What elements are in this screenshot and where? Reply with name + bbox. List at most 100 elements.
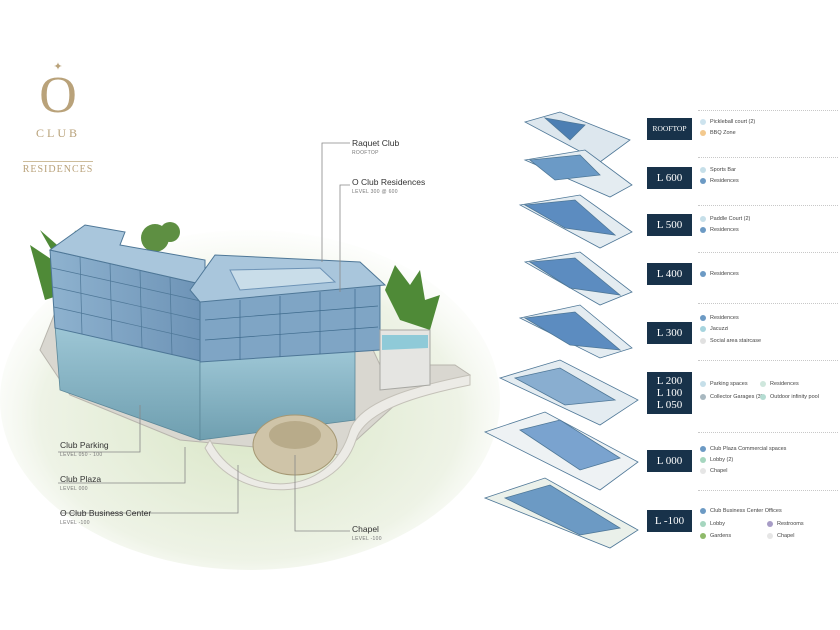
palm-tree-right: [385, 265, 440, 330]
legend-text: Gardens: [710, 533, 732, 539]
swatch: [700, 533, 706, 539]
callout-chapel: Chapel LEVEL -100: [352, 524, 382, 544]
level-badge-600: L 600: [647, 167, 692, 189]
swatch: [700, 508, 706, 514]
legend-item: Parking spaces: [700, 381, 748, 387]
divider: [698, 110, 838, 111]
legend-text: BBQ Zone: [710, 130, 736, 136]
swatch: [700, 119, 706, 125]
legend-text: Pickleball court (2): [710, 119, 756, 125]
swatch: [700, 326, 706, 332]
rooftop-court: [229, 267, 337, 291]
logo-line-2: RESIDENCES: [22, 161, 94, 175]
swatch: [700, 394, 706, 400]
legend-text: Jacuzzi: [710, 326, 729, 332]
level-label: L -100: [654, 515, 685, 527]
swatch: [700, 457, 706, 463]
legend-item: Club Business Center Offices: [700, 508, 782, 514]
swatch: [700, 178, 706, 184]
legend-item: Residences: [700, 271, 739, 277]
legend-text: Paddle Court (2): [710, 216, 751, 222]
exploded-floors: [483, 111, 639, 549]
level-badge-000: L 000: [647, 450, 692, 472]
callout-raquet-club: Raquet Club ROOFTOP: [352, 138, 399, 158]
swatch: [700, 381, 706, 387]
legend-text: Outdoor infinity pool: [770, 394, 819, 400]
callout-o-club-residences: O Club Residences LEVEL 300 @ 600: [352, 177, 425, 197]
callout-title: O Club Business Center: [60, 508, 152, 518]
divider: [698, 205, 838, 206]
legend-item: Outdoor infinity pool: [760, 394, 819, 400]
legend-text: Parking spaces: [710, 381, 748, 387]
callout-title: Club Plaza: [60, 474, 102, 484]
swatch: [700, 446, 706, 452]
legend-item: Residences: [700, 178, 739, 184]
swatch: [700, 167, 706, 173]
legend-text: Social area staircase: [710, 338, 762, 344]
level-label: ROOFTOP: [652, 124, 687, 133]
legend-item: Chapel: [700, 468, 727, 474]
right-tower-floors: [204, 289, 379, 360]
legend-text: Residences: [770, 381, 799, 387]
level-label: L 300: [656, 327, 683, 339]
legend-item: Chapel: [767, 533, 794, 539]
callout-sub: LEVEL 000: [60, 486, 88, 492]
swatch: [700, 315, 706, 321]
level-badge-500: L 500: [647, 214, 692, 236]
callout-title: O Club Residences: [352, 177, 426, 187]
callout-lines: [58, 142, 350, 532]
swatch: [700, 271, 706, 277]
level-label: L 600: [656, 172, 683, 184]
legend-item: Residences: [760, 381, 799, 387]
callout-title: Raquet Club: [352, 138, 400, 148]
legend-text: Lobby: [710, 521, 725, 527]
divider: [698, 157, 838, 158]
callout-sub: LEVEL 300 @ 600: [352, 189, 398, 195]
legend-item: BBQ Zone: [700, 130, 736, 136]
legend-text: Residences: [710, 315, 739, 321]
legend-text: Club Business Center Offices: [710, 508, 782, 514]
legend-text: Collector Garages (3): [710, 394, 763, 400]
divider: [698, 252, 838, 253]
callout-club-plaza: Club Plaza LEVEL 000: [60, 474, 101, 494]
legend-text: Residences: [710, 271, 739, 277]
level-badge-200-100-050: L 200 L 100 L 050: [647, 372, 692, 414]
legend-item: Paddle Court (2): [700, 216, 750, 222]
plaza-curve: [204, 374, 471, 491]
left-wing-floors: [51, 255, 206, 356]
level-label: L 400: [656, 268, 683, 280]
club-logo: ✦ O CLUB RESIDENCES: [18, 62, 98, 177]
legend-item: Gardens: [700, 533, 731, 539]
callout-sub: LEVEL -100: [60, 520, 90, 526]
legend-text: Chapel: [710, 468, 728, 474]
legend-item: Sports Bar: [700, 167, 736, 173]
divider: [698, 360, 838, 361]
callout-sub: LEVEL 050 - 100: [60, 452, 103, 458]
legend-item: Collector Garages (3): [700, 394, 763, 400]
swatch: [700, 227, 706, 233]
swatch: [700, 521, 706, 527]
swatch: [700, 338, 706, 344]
legend-text: Residences: [710, 178, 739, 184]
swatch: [767, 533, 773, 539]
legend-item: Pickleball court (2): [700, 119, 755, 125]
divider: [698, 432, 838, 433]
legend-text: Sports Bar: [710, 167, 736, 173]
legend-item: Restrooms: [767, 521, 804, 527]
swatch: [767, 521, 773, 527]
legend-item: Residences: [700, 315, 739, 321]
callout-sub: ROOFTOP: [352, 150, 379, 156]
legend-text: Restrooms: [777, 521, 804, 527]
legend-text: Chapel: [777, 533, 795, 539]
legend-item: Lobby: [700, 521, 725, 527]
level-label: L 000: [656, 455, 683, 467]
logo-letter: O: [39, 67, 77, 124]
callout-business-center: O Club Business Center LEVEL -100: [60, 508, 151, 528]
swatch: [700, 216, 706, 222]
level-badge-rooftop: ROOFTOP: [647, 118, 692, 140]
tree-top: [141, 222, 180, 252]
level-badge-400: L 400: [647, 263, 692, 285]
legend-item: Jacuzzi: [700, 326, 728, 332]
level-label: L 200: [656, 375, 683, 387]
